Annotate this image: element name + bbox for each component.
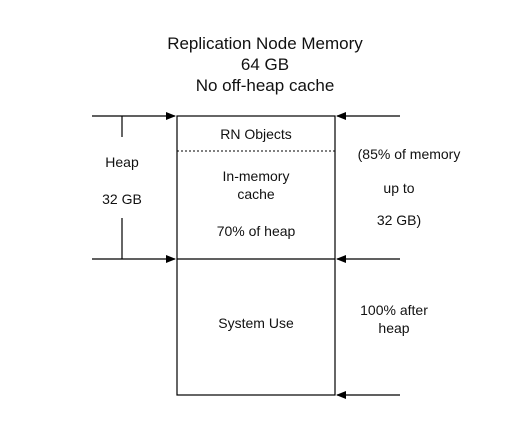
- memory-box: [176, 115, 336, 396]
- memory-percent-line-3: 32 GB): [376, 212, 422, 228]
- heap-label: Heap: [105, 154, 139, 170]
- memory-percent-line-2: up to: [383, 180, 415, 196]
- system-use-label: System Use: [218, 315, 294, 331]
- after-heap-line-2: heap: [378, 320, 410, 336]
- cache-label-line-2: cache: [237, 186, 275, 202]
- cache-label-line-1: In-memory: [222, 168, 290, 184]
- title-line-3: No off-heap cache: [195, 76, 335, 95]
- rn-objects-label: RN Objects: [220, 126, 292, 142]
- title-line-2: 64 GB: [240, 55, 290, 74]
- heap-size-label: 32 GB: [102, 191, 142, 207]
- cache-percent-label: 70% of heap: [216, 223, 296, 239]
- title-line-1: Replication Node Memory: [167, 34, 363, 53]
- memory-percent-line-1: (85% of memory: [357, 146, 461, 162]
- after-heap-line-1: 100% after: [360, 302, 428, 318]
